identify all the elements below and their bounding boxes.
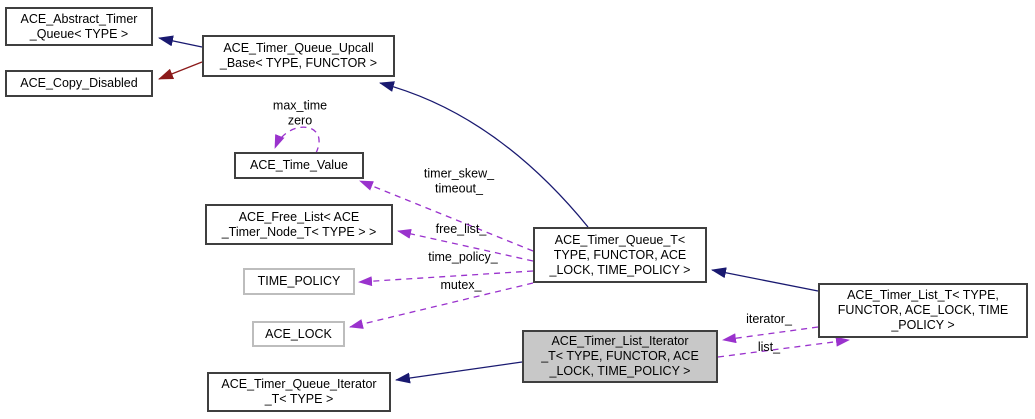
- edge-label-time-policy: time_policy_: [428, 249, 498, 264]
- edge-usage-timerqueuet-to-timevalue: [359, 180, 534, 252]
- node-ace-time-value[interactable]: ACE_Time_Value: [234, 152, 364, 179]
- edge-inherit-listiterator-to-queueiterator: [395, 361, 523, 384]
- node-ace-timer-queue-t[interactable]: ACE_Timer_Queue_T< TYPE, FUNCTOR, ACE _L…: [533, 227, 707, 283]
- node-ace-lock: ACE_LOCK: [252, 321, 345, 347]
- node-ace-timer-queue-upcall-base[interactable]: ACE_Timer_Queue_Upcall _Base< TYPE, FUNC…: [202, 35, 395, 77]
- edge-private-upcallbase-to-copydisabled: [158, 61, 203, 80]
- edge-inherit-timerlistt-to-timerqueuet: [711, 267, 819, 292]
- edge-inherit-upcallbase-to-abstract: [158, 35, 203, 48]
- edge-label-max-time-zero: max_time zero: [272, 98, 328, 128]
- node-ace-timer-list-t[interactable]: ACE_Timer_List_T< TYPE, FUNCTOR, ACE_LOC…: [818, 283, 1028, 338]
- edge-usage-timerqueuet-to-freelist: [397, 228, 534, 262]
- edge-usage-timevalue-self-loop: [274, 126, 320, 154]
- node-ace-timer-list-iterator-t: ACE_Timer_List_Iterator _T< TYPE, FUNCTO…: [522, 330, 718, 383]
- edge-usage-timerqueuet-to-acelock: [349, 282, 534, 329]
- edge-label-timer-skew-timeout: timer_skew_ timeout_: [423, 166, 495, 196]
- edge-label-mutex: mutex_: [440, 277, 482, 292]
- node-ace-free-list[interactable]: ACE_Free_List< ACE _Timer_Node_T< TYPE >…: [205, 204, 393, 245]
- node-ace-copy-disabled[interactable]: ACE_Copy_Disabled: [5, 70, 153, 97]
- node-time-policy: TIME_POLICY: [243, 268, 355, 295]
- edge-usage-timerlistt-to-listiterator: [722, 326, 819, 344]
- edge-label-free-list: free_list_: [435, 221, 487, 236]
- edge-label-iterator: iterator_: [746, 311, 792, 326]
- edge-label-list: list_: [757, 339, 781, 354]
- edge-inherit-timerqueuet-to-upcallbase: [379, 81, 589, 228]
- edge-usage-listiterator-to-timerlistt: [717, 336, 850, 358]
- node-ace-abstract-timer-queue[interactable]: ACE_Abstract_Timer _Queue< TYPE >: [5, 7, 153, 46]
- edge-usage-timerqueuet-to-timepolicy: [358, 270, 534, 287]
- node-ace-timer-queue-iterator-t[interactable]: ACE_Timer_Queue_Iterator _T< TYPE >: [207, 372, 391, 412]
